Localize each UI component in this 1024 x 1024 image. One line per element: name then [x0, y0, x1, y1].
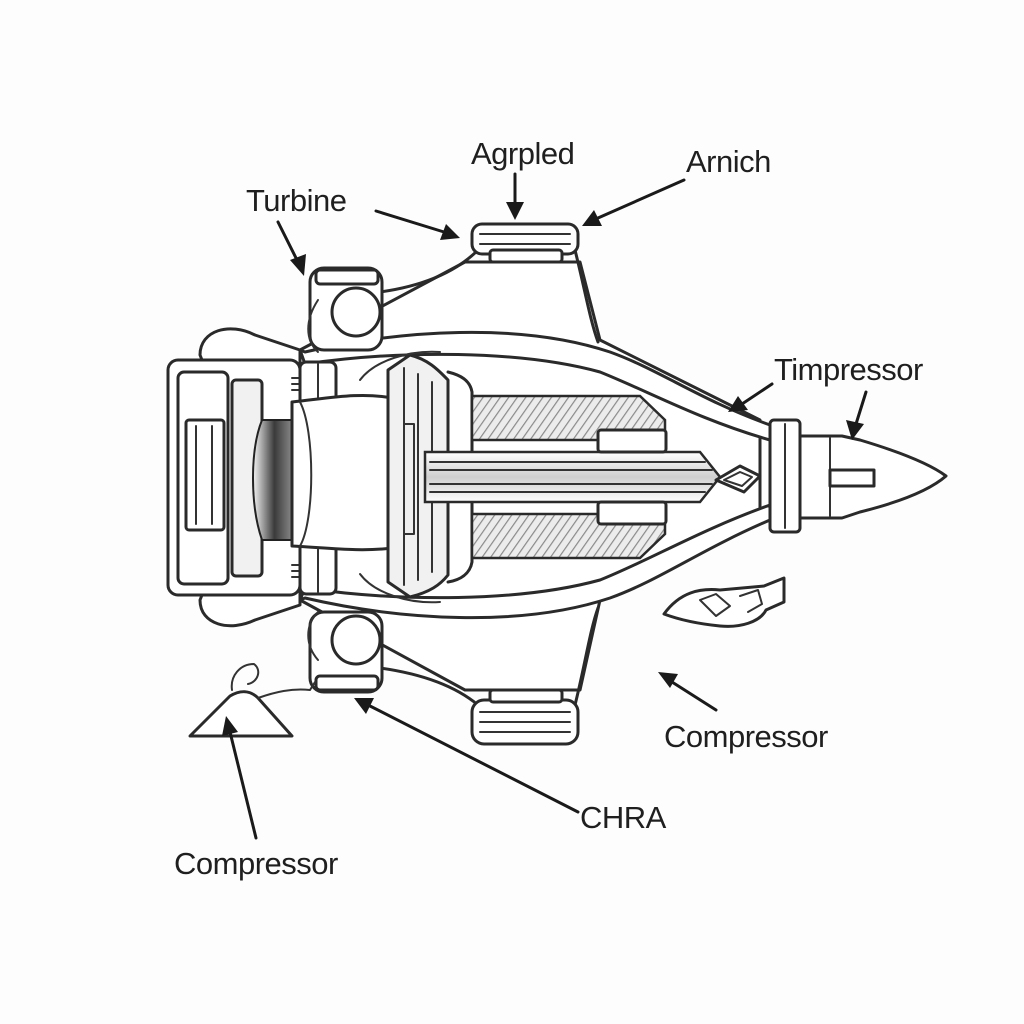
label-compressor-right: Compressor [658, 672, 828, 754]
label-chra: CHRA [354, 698, 667, 835]
turbine-label: Turbine [246, 183, 346, 218]
bottom-flange [470, 688, 580, 746]
upper-bearing-housing [307, 266, 384, 353]
bearing-disc [252, 419, 293, 541]
arnich-label: Arnich [686, 144, 771, 179]
label-timpressor: Timpressor [728, 352, 924, 440]
label-turbine: Turbine [246, 183, 460, 276]
top-flange [470, 222, 580, 264]
compressor-bottom-label: Compressor [174, 846, 338, 881]
shaft [423, 450, 722, 504]
core-assembly [290, 350, 474, 604]
stray-fragment-right [662, 576, 786, 628]
lower-bearing-housing [307, 610, 384, 694]
compressor-right-label: Compressor [664, 719, 828, 754]
label-agrpled: Agrpled [471, 136, 575, 220]
chra-label: CHRA [580, 800, 667, 835]
stray-fragment-left [188, 663, 316, 738]
left-end-cap [166, 327, 305, 628]
label-arnich: Arnich [582, 144, 771, 226]
timpressor-label: Timpressor [774, 352, 923, 387]
nose-assembly [768, 418, 948, 534]
shaft-assembly [423, 394, 762, 560]
agrpled-label: Agrpled [471, 136, 574, 171]
label-compressor-bottom: Compressor [174, 716, 338, 881]
